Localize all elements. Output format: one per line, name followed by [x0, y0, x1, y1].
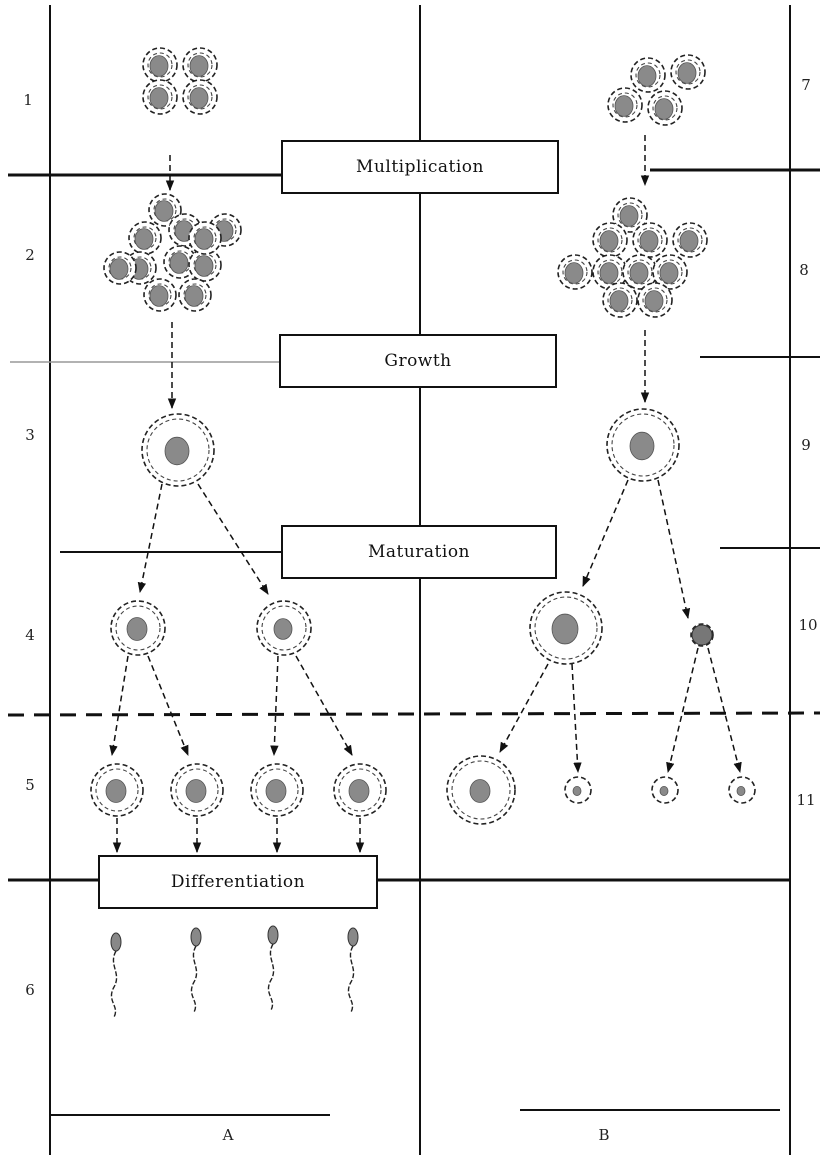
- first-polar-body: [691, 624, 713, 646]
- arrow-4-5-e: [500, 664, 548, 752]
- secondary-spermatocyte-2: [257, 601, 311, 655]
- secondary-spermatocyte-1: [111, 601, 165, 655]
- primary-oocyte: [607, 409, 679, 481]
- arrow-4-5-b: [148, 656, 188, 755]
- stage-box-differentiation: Differentiation: [98, 855, 378, 909]
- arrow-3-4-right-b: [658, 480, 688, 618]
- left-growing-cell-8: [144, 279, 176, 311]
- polar-body-2: [565, 777, 591, 803]
- row-label-9: 9: [801, 436, 811, 454]
- secondary-oocyte: [530, 592, 602, 664]
- arrow-4-5-a: [112, 656, 128, 755]
- column-label-b: B: [598, 1126, 609, 1144]
- ootid: [447, 756, 515, 824]
- row-label-11: 11: [796, 791, 815, 809]
- spermatogonium-4: [183, 80, 217, 114]
- spermatogonium-3: [143, 80, 177, 114]
- polar-body-3: [652, 777, 678, 803]
- oogonium-3: [608, 88, 642, 122]
- oogonium-2: [671, 55, 705, 89]
- arrow-4-5-c: [274, 656, 278, 755]
- row-label-4: 4: [25, 626, 35, 644]
- spermatogonium-2: [183, 48, 217, 82]
- spermatozoon-2: [191, 928, 201, 1012]
- row-label-6: 6: [25, 981, 35, 999]
- stage-label-differentiation: Differentiation: [171, 872, 305, 892]
- stage-label-growth: Growth: [384, 351, 451, 371]
- spermatid-4: [334, 764, 386, 816]
- spermatogonium-1: [143, 48, 177, 82]
- spermatid-1: [91, 764, 143, 816]
- left-growing-cell-10: [104, 252, 136, 284]
- polar-body-4: [729, 777, 755, 803]
- left-growing-cell-11: [189, 222, 221, 254]
- row-label-7: 7: [801, 76, 811, 94]
- row-label-10: 10: [798, 616, 817, 634]
- right-growing-cell-9: [603, 283, 637, 317]
- stage-label-maturation: Maturation: [368, 542, 470, 562]
- dashed-divider: [8, 713, 820, 715]
- arrow-3-4-left-a: [140, 484, 162, 592]
- stage-box-maturation: Maturation: [281, 525, 557, 579]
- row-label-8: 8: [799, 261, 809, 279]
- spermatid-2: [171, 764, 223, 816]
- primary-spermatocyte: [142, 414, 214, 486]
- arrow-4-5-h: [708, 648, 740, 772]
- oogonium-1: [631, 58, 665, 92]
- left-growing-cell-9: [179, 279, 211, 311]
- arrow-4-5-f: [572, 664, 578, 772]
- arrow-4-5-g: [668, 648, 698, 772]
- stage-label-multiplication: Multiplication: [356, 157, 484, 177]
- right-growing-cell-5: [558, 255, 592, 289]
- right-growing-cell-4: [673, 223, 707, 257]
- right-growing-cell-10: [638, 283, 672, 317]
- spermatid-3: [251, 764, 303, 816]
- row-label-2: 2: [25, 246, 35, 264]
- right-growing-cell-3: [633, 223, 667, 257]
- spermatozoon-3: [268, 926, 278, 1010]
- row-label-3: 3: [25, 426, 35, 444]
- arrow-3-4-left-b: [198, 484, 268, 594]
- column-label-a: A: [223, 1126, 234, 1144]
- arrow-3-4-right-a: [583, 480, 628, 586]
- stage-box-multiplication: Multiplication: [281, 140, 559, 194]
- right-growing-cell-2: [593, 223, 627, 257]
- stage-box-growth: Growth: [279, 334, 557, 388]
- left-growing-cell-2: [129, 222, 161, 254]
- oogonium-4: [648, 91, 682, 125]
- spermatozoon-1: [111, 933, 121, 1017]
- row-label-1: 1: [23, 91, 33, 109]
- row-label-5: 5: [25, 776, 35, 794]
- sperm-group: [111, 926, 358, 1017]
- arrow-4-5-d: [296, 656, 352, 755]
- spermatozoon-4: [348, 928, 358, 1012]
